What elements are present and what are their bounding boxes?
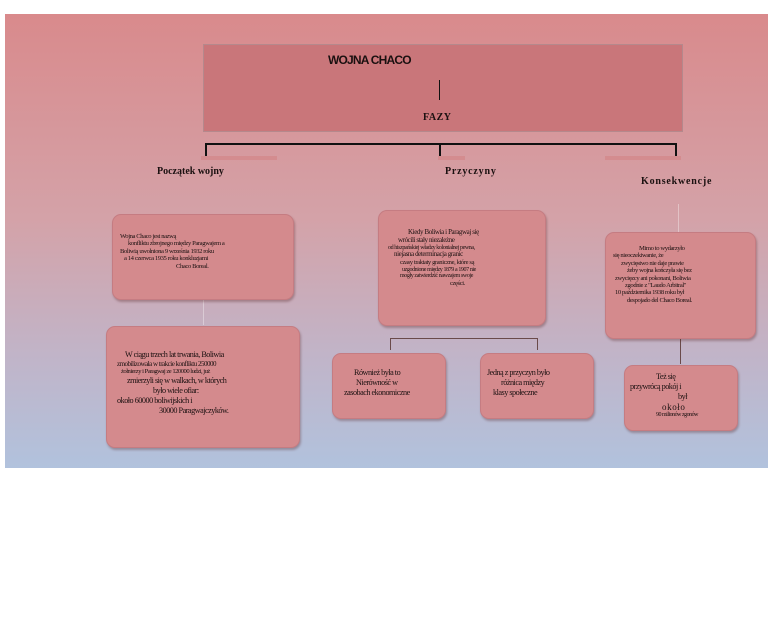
- connector-center-drop: [439, 143, 441, 156]
- consequences-box-2: [624, 365, 738, 431]
- phase-label-causes: Przyczyny: [445, 166, 497, 177]
- start-box-2: [106, 326, 300, 448]
- title-box: [203, 44, 683, 132]
- text-line: przywrócą pokój i: [630, 381, 682, 391]
- text-line: zmobilizowała w trakcie konfliktu 250000: [117, 359, 216, 368]
- connector-causes-right: [537, 338, 538, 350]
- text-line: klasy społeczne: [493, 387, 538, 397]
- start-box-2-text: W ciągu trzech lat trwania, Boliwia zmob…: [117, 350, 229, 416]
- start-box-1: [112, 214, 294, 300]
- text-line: Chaco Boreal.: [176, 262, 209, 270]
- text-line: Boliwią uwolniona 9 września 1932 roku: [120, 247, 214, 255]
- consequences-box-1: [605, 232, 756, 339]
- start-box-1-text: Wojna Chaco jest nazwą konfliktu zbrojne…: [120, 233, 225, 270]
- text-line: 10 października 1938 roku był: [615, 289, 684, 297]
- diagram-canvas: WOJNA CHACO FAZY Początek wojny Przyczyn…: [5, 14, 768, 468]
- phase-bar-right: [605, 156, 681, 160]
- text-line: zasobach ekonomiczne: [344, 387, 410, 397]
- diagram-title: WOJNA CHACO: [328, 53, 412, 67]
- text-line: Też się: [656, 372, 676, 381]
- text-line: od hiszpańskiej władzy kolonialnej pewna…: [388, 244, 475, 251]
- causes-box-3-text: Jedną z przyczyn było różnica między kla…: [485, 368, 550, 398]
- text-line: części.: [450, 280, 465, 288]
- text-line: żeby wojna kończyła się bez: [627, 267, 692, 275]
- connector-horizontal: [205, 143, 677, 145]
- phase-bar-left: [201, 156, 277, 160]
- causes-box-2-text: Również była to Nierówność w zasobach ek…: [344, 368, 410, 398]
- text-line: Jedną z przyczyn było: [487, 368, 550, 377]
- text-line: niejasna determinacja granic: [394, 250, 463, 259]
- connector-right-drop: [675, 143, 677, 156]
- phases-subtitle: FAZY: [423, 112, 452, 123]
- text-line: czasy traktaty graniczne, które są: [400, 259, 475, 267]
- text-line: 90 milionów zgonów: [656, 412, 699, 419]
- text-line: 30000 Paragwajczyków.: [159, 405, 229, 415]
- text-line: wrócili stały niezależne: [398, 235, 455, 244]
- text-line: około 60000 boliwijskich i: [117, 395, 193, 405]
- causes-box-1: [378, 210, 546, 326]
- connector-left-drop: [205, 143, 207, 156]
- connector-title-down: [439, 80, 440, 100]
- connector-consequences: [680, 338, 681, 364]
- text-line: około: [662, 401, 686, 412]
- causes-box-1-text: Kiedy Boliwia i Paragwaj się wrócili sta…: [388, 228, 479, 288]
- text-line: Nierówność w: [356, 377, 398, 387]
- causes-box-2: [332, 353, 446, 419]
- text-line: konfliktu zbrojnego między Paragwajem a: [128, 240, 225, 248]
- phase-bar-center: [438, 156, 465, 160]
- connector-causes-split: [390, 338, 538, 339]
- text-line: Wojna Chaco jest nazwą: [120, 233, 177, 240]
- connector-causes-left: [390, 338, 391, 350]
- text-line: zwycięzcy ani pokonani, Boliwia: [615, 274, 691, 282]
- text-line: uzgodnione między 1879 a 1907 nie: [402, 266, 476, 273]
- text-line: zwycięstwo nie daje prawie: [621, 259, 684, 267]
- consequences-box-2-text: Też się przywrócą pokój i był około 90 m…: [630, 372, 699, 420]
- text-line: a 14 czerwca 1935 roku konkluzjami: [124, 255, 208, 263]
- phase-label-consequences: Konsekwencje: [641, 176, 713, 187]
- text-line: było wiele ofiar:: [153, 385, 199, 395]
- text-line: żołnierzy i Paragwaj ze 120000 ludzi, ju…: [121, 368, 210, 376]
- text-line: W ciągu trzech lat trwania, Boliwia: [125, 350, 224, 359]
- link-right: [678, 204, 679, 232]
- text-line: mogły zatwierdzić nawzajem swoje: [400, 273, 473, 280]
- link-left: [203, 299, 204, 325]
- consequences-box-1-text: Mimo to wydarzyło się nieoczekiwanie, że…: [613, 245, 692, 304]
- text-line: zgodnie z "Laudo Arbitral": [625, 281, 687, 289]
- text-line: zmierzyli się w walkach, w których: [127, 376, 227, 386]
- text-line: się nieoczekiwanie, że: [613, 252, 664, 260]
- phase-label-start: Początek wojny: [157, 166, 224, 177]
- text-line: był: [678, 391, 687, 401]
- text-line: różnica między: [501, 377, 545, 387]
- text-line: Również była to: [354, 368, 401, 377]
- causes-box-3: [480, 353, 594, 419]
- text-line: despojado del Chaco Boreal.: [627, 296, 693, 304]
- text-line: Kiedy Boliwia i Paragwaj się: [408, 228, 479, 236]
- text-line: Mimo to wydarzyło: [639, 245, 685, 252]
